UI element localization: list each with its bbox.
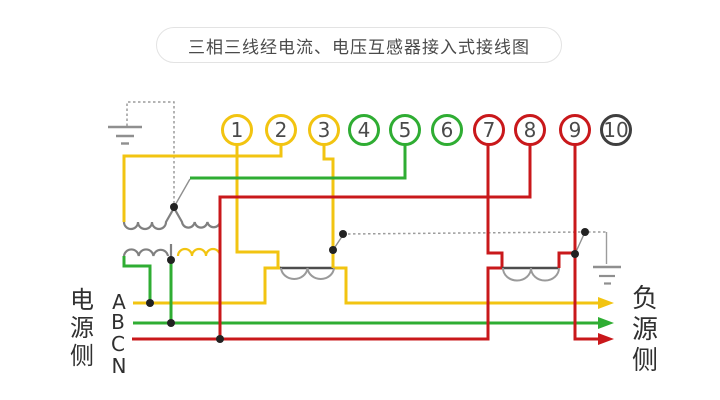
diagram-title-box: 三相三线经电流、电压互感器接入式接线图 [156,27,562,63]
phase-label-c: C [111,332,125,356]
ct-c-secondary-coil [502,267,560,282]
terminal-number: 1 [231,118,244,142]
vt-earth-dotted-link [126,101,175,205]
current-transformer-c [502,266,560,282]
terminal-7-wire [486,144,504,267]
terminal-number: 7 [483,118,496,142]
junction-dot [167,256,175,264]
terminal-circle [348,114,380,146]
terminal-5: 5 [389,114,421,146]
terminal-4: 4 [348,114,380,146]
terminal-circle [308,114,340,146]
load-side-char: 侧 [632,346,659,376]
right-switch-blade [574,231,586,255]
terminal-2-wire [122,144,283,222]
phase-a-arrow-icon [598,297,614,309]
terminal-6: 6 [431,114,463,146]
ground-icon-right [593,265,621,285]
junction-dot [329,246,337,254]
terminal-number: 5 [399,118,412,142]
phase-lines [132,266,614,345]
terminal-circle [265,114,297,146]
terminal-7: 7 [473,114,505,146]
phase-label-n: N [111,354,127,378]
terminal-3: 3 [308,114,340,146]
terminal-2: 2 [265,114,297,146]
junction-dot [339,230,347,238]
source-side-label: 电 源 侧 [70,286,94,370]
terminal-circle [431,114,463,146]
terminal-number: 3 [318,118,331,142]
phase-c-line-source [132,266,503,341]
ct-a-secondary-coil [280,267,335,280]
vt-primary-coil-right [176,247,222,257]
terminal-circle [559,114,591,146]
terminal-number: 9 [569,118,582,142]
source-side-char: 电 [70,286,94,314]
terminal-circle [221,114,253,146]
terminal-9-wire [573,144,599,341]
terminal-number: 6 [441,118,454,142]
voltage-transformer [122,205,222,259]
phase-c-arrow-icon [598,333,614,345]
ct-c-right-link [557,251,575,268]
ground-icon-left [108,125,142,145]
junction-dot [167,319,175,327]
terminal-circle [514,114,546,146]
terminal-number: 8 [524,118,537,142]
terminal-circle [389,114,421,146]
junction-dot [571,250,579,258]
terminal-1: 1 [221,114,253,146]
source-side-char: 侧 [70,342,94,370]
load-side-char: 源 [632,315,659,345]
vt-secondary-coil [122,205,222,231]
terminal-8-wire [218,144,532,339]
terminal-number: 4 [358,118,371,142]
load-side-char: 负 [632,284,659,314]
terminal-circle [600,114,632,146]
terminal-9: 9 [559,114,591,146]
vt-primary-a-link [122,256,152,302]
terminal-number: 2 [275,118,288,142]
diagram-title: 三相三线经电流、电压互感器接入式接线图 [188,37,530,58]
terminal-1-wire [235,144,280,267]
terminal-number: 10 [603,118,628,142]
terminal-8: 8 [514,114,546,146]
junction-dot [216,335,224,343]
phase-a-line-source [133,266,281,305]
junction-dots [146,203,589,343]
terminal-3-wire [322,144,335,268]
terminal-5-wire [190,144,407,180]
terminal-circle [473,114,505,146]
vt-primary-coil-left [122,248,170,257]
source-side-char: 源 [70,314,94,342]
terminal-10: 10 [600,114,632,146]
junction-dot [581,228,589,236]
phase-label-b: B [111,310,125,334]
switch-dotted-link [342,231,606,235]
junction-dot [146,299,154,307]
load-side-label: 负 源 侧 [632,284,658,377]
junction-dot [170,203,178,211]
terminal-row: 1 2 3 4 5 6 7 [221,114,632,146]
current-transformer-a [280,266,335,280]
terminal-wires [122,144,599,341]
phase-b-arrow-icon [598,317,614,329]
vt-tap-blade [173,178,191,208]
phase-label-a: A [112,290,126,314]
phase-a-line-load [333,266,599,305]
